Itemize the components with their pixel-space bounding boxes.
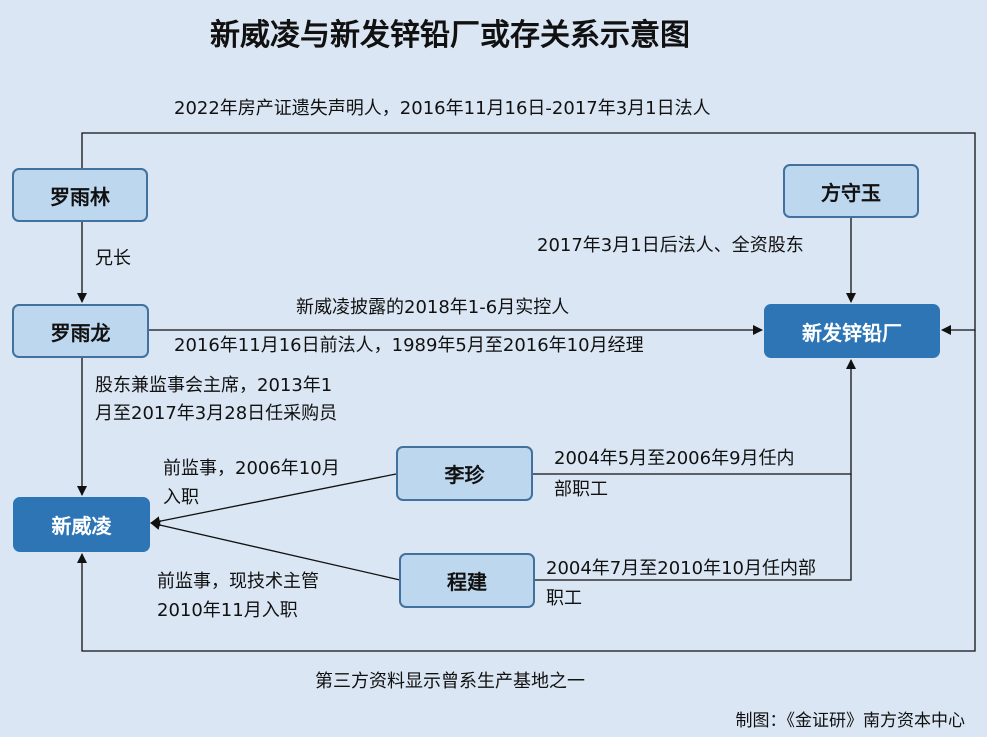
label-lizhen-xinweiling-2: 入职	[163, 487, 199, 508]
label-lizhen-xinfa-2: 部职工	[554, 479, 608, 500]
node-lizhen[interactable]: 李珍	[396, 446, 533, 501]
label-top-loop: 2022年房产证遗失声明人，2016年11月16日-2017年3月1日法人	[174, 98, 711, 119]
node-chengjian[interactable]: 程建	[399, 553, 535, 608]
label-cheng-xinfa-2: 职工	[546, 588, 582, 609]
edge-cheng-xinfa	[535, 474, 852, 581]
edge-bottom-loop	[77, 330, 976, 652]
label-cheng-xinweiling-1: 前监事，现技术主管	[157, 571, 319, 592]
label-cheng-xinfa-1: 2004年7月至2010年10月任内部	[546, 558, 816, 579]
node-luoyulong[interactable]: 罗雨龙	[12, 304, 149, 358]
diagram-title: 新威凌与新发锌铅厂或存关系示意图	[210, 18, 690, 53]
edge-cheng-xinweiling	[150, 520, 401, 581]
edge-top-loop	[81, 132, 976, 335]
credit-line: 制图：《金证研》南方资本中心	[735, 711, 966, 731]
node-xinweiling[interactable]: 新威凌	[13, 497, 150, 552]
label-fang-xinfa: 2017年3月1日后法人、全资股东	[537, 235, 804, 256]
node-xinfa[interactable]: 新发锌铅厂	[764, 304, 940, 358]
label-luo-xinfa-above: 新威凌披露的2018年1-6月实控人	[296, 297, 570, 318]
label-bottom-loop: 第三方资料显示曾系生产基地之一	[315, 671, 585, 692]
node-fangshouyu[interactable]: 方守玉	[783, 164, 919, 218]
label-luo-xinfa-below: 2016年11月16日前法人，1989年5月至2016年10月经理	[174, 335, 644, 356]
node-luoyulin[interactable]: 罗雨林	[12, 168, 148, 222]
edge-lizhen-xinweiling	[150, 473, 397, 527]
label-lizhen-xinfa-1: 2004年5月至2006年9月任内	[554, 448, 795, 469]
label-lizhen-xinweiling-1: 前监事，2006年10月	[163, 458, 340, 479]
label-luo-xinweiling-1: 股东兼监事会主席，2013年1	[95, 375, 333, 396]
label-brother: 兄长	[95, 248, 131, 269]
label-luo-xinweiling-2: 月至2017年3月28日任采购员	[95, 403, 338, 424]
label-cheng-xinweiling-2: 2010年11月入职	[157, 600, 298, 621]
